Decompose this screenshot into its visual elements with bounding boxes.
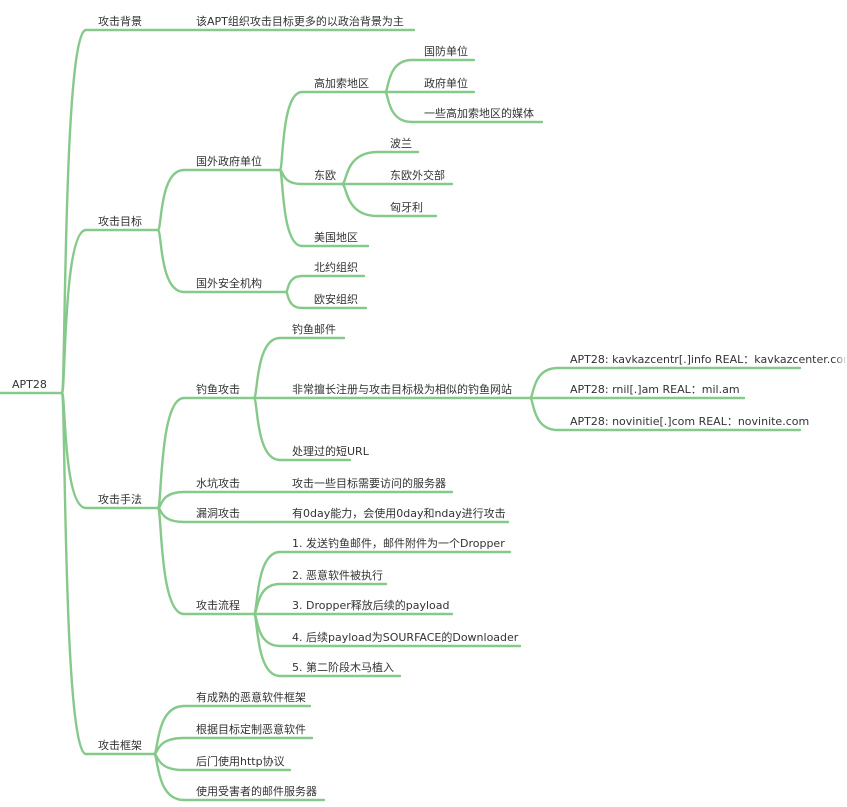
node-f5[interactable]: 5. 第二阶段木马植入 — [292, 661, 394, 674]
node-vuln[interactable]: 漏洞攻击 — [196, 507, 240, 520]
edge-flow-f5 — [252, 612, 282, 678]
edge-root-frame — [60, 391, 88, 756]
node-ph1[interactable]: 钓鱼邮件 — [292, 323, 336, 336]
node-bg[interactable]: 攻击背景 — [98, 15, 142, 28]
node-root[interactable]: APT28 — [12, 378, 47, 391]
edge-phish-ph1 — [252, 336, 282, 400]
node-ca[interactable]: 高加索地区 — [314, 77, 369, 90]
node-fr3[interactable]: 后门使用http协议 — [196, 755, 285, 768]
node-f2[interactable]: 2. 恶意软件被执行 — [292, 569, 383, 582]
node-ph2a[interactable]: APT28: kavkazcentr[.]info REAL：kavkazcen… — [570, 353, 847, 366]
node-gov[interactable]: 国外政府单位 — [196, 155, 262, 168]
node-ee1[interactable]: 波兰 — [390, 137, 412, 150]
node-ca2[interactable]: 政府单位 — [424, 77, 468, 90]
node-ph2c[interactable]: APT28: novinitie[.]com REAL：novinite.com — [570, 415, 810, 428]
node-flow[interactable]: 攻击流程 — [196, 599, 240, 612]
node-ph2[interactable]: 非常擅长注册与攻击目标极为相似的钓鱼网站 — [292, 383, 512, 396]
node-sec2[interactable]: 欧安组织 — [314, 293, 358, 306]
node-ph3[interactable]: 处理过的短URL — [292, 445, 369, 458]
node-ca3[interactable]: 一些高加索地区的媒体 — [424, 107, 534, 120]
edge-gov-us — [278, 168, 304, 248]
node-us[interactable]: 美国地区 — [314, 231, 358, 244]
node-fr2[interactable]: 根据目标定制恶意软件 — [196, 723, 306, 736]
node-w1[interactable]: 攻击一些目标需要访问的服务器 — [292, 477, 446, 490]
node-fr1[interactable]: 有成熟的恶意软件框架 — [196, 691, 306, 704]
node-ph2b[interactable]: APT28: rnil[.]am REAL：mil.am — [570, 383, 740, 396]
edge-root-target — [60, 228, 88, 395]
edge-method-phish — [156, 396, 186, 510]
edge-phish-ph3 — [252, 396, 282, 462]
node-f1[interactable]: 1. 发送钓鱼邮件，邮件附件为一个Dropper — [292, 537, 505, 550]
node-ee[interactable]: 东欧 — [314, 169, 336, 182]
node-f3[interactable]: 3. Dropper释放后续的payload — [292, 599, 450, 612]
edge-target-gov — [156, 168, 186, 232]
node-water[interactable]: 水坑攻击 — [196, 477, 240, 490]
edge-gov-ca — [278, 90, 304, 172]
edge-ee-ee3 — [340, 182, 380, 218]
node-method[interactable]: 攻击手法 — [98, 493, 142, 506]
node-ee2[interactable]: 东欧外交部 — [390, 169, 445, 182]
node-frame[interactable]: 攻击框架 — [98, 739, 142, 752]
node-target[interactable]: 攻击目标 — [98, 215, 142, 228]
edge-method-flow — [156, 506, 186, 616]
node-f4[interactable]: 4. 后续payload为SOURFACE的Downloader — [292, 631, 519, 644]
edge-frame-fr4 — [152, 752, 186, 802]
node-v1[interactable]: 有0day能力，会使用0day和nday进行攻击 — [292, 507, 506, 520]
node-sec[interactable]: 国外安全机构 — [196, 277, 262, 290]
node-ca1[interactable]: 国防单位 — [424, 45, 468, 58]
node-phish[interactable]: 钓鱼攻击 — [196, 383, 240, 396]
node-fr4[interactable]: 使用受害者的邮件服务器 — [196, 785, 317, 798]
node-bg1[interactable]: 该APT组织攻击目标更多的以政治背景为主 — [196, 15, 404, 28]
edge-sec-sec2 — [284, 290, 304, 310]
edge-ph2-ph2c — [528, 396, 560, 432]
node-sec1[interactable]: 北约组织 — [314, 261, 358, 274]
edge-ca-ca3 — [383, 90, 414, 124]
edge-target-sec — [156, 228, 186, 294]
node-ee3[interactable]: 匈牙利 — [390, 201, 423, 214]
